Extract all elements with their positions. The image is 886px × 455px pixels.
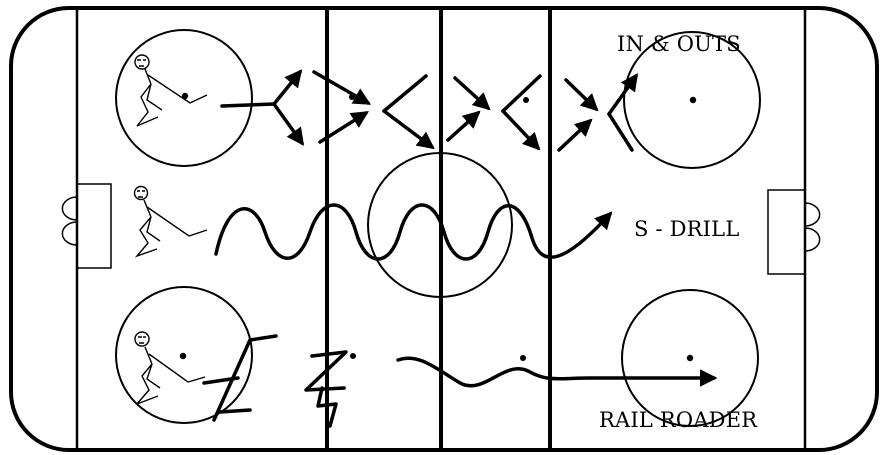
goal-net-icon-right [768,190,820,274]
s-drill-label: S - DRILL [634,217,739,241]
player-stick-figure-icon-bottom [135,332,205,404]
rail-roader-label: RAIL ROADER [599,408,757,432]
goal-net-icon-left [62,184,111,268]
in-and-outs-path [222,72,636,150]
player-stick-figure-icon-top [135,55,207,126]
in-and-outs-label: IN & OUTS [617,32,741,56]
player-stick-figure-icon-middle [135,187,208,257]
faceoff-dot-icon [180,93,696,361]
